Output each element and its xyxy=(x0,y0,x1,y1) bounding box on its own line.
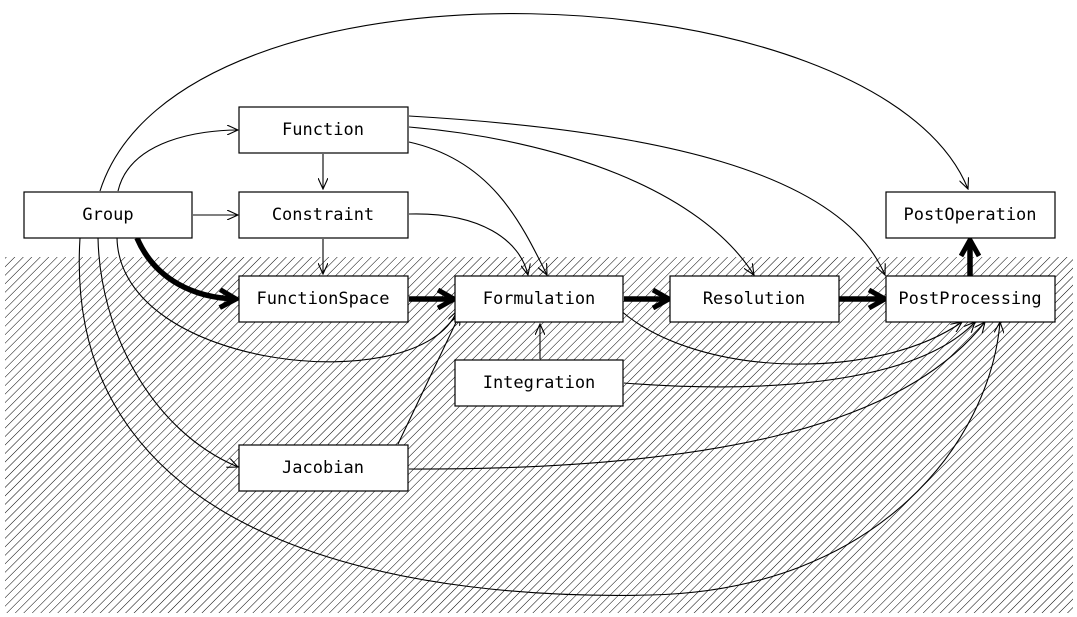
edge-group-to-function xyxy=(117,130,238,192)
node-group-label: Group xyxy=(82,205,133,225)
edge-group-to-jacobian xyxy=(97,237,238,467)
node-function: Function xyxy=(238,106,409,154)
thick-edges xyxy=(134,236,970,299)
edge-constraint-to-formulation xyxy=(408,213,528,275)
node-constraint-label: Constraint xyxy=(272,205,374,225)
edge-jacobian-to-formulation xyxy=(397,314,460,445)
node-resolution-label: Resolution xyxy=(703,289,805,309)
node-postprocessing: PostProcessing xyxy=(885,275,1056,323)
edge-group-to-postprocessing xyxy=(78,237,1000,596)
node-integration-label: Integration xyxy=(483,373,596,393)
node-jacobian-label: Jacobian xyxy=(282,458,364,478)
node-jacobian: Jacobian xyxy=(238,444,409,492)
node-group: Group xyxy=(23,191,193,239)
edge-integration-to-postprocessing xyxy=(623,322,975,388)
node-constraint: Constraint xyxy=(238,191,409,239)
edge-function-to-formulation xyxy=(408,141,547,275)
edge-function-to-postprocessing xyxy=(408,115,885,275)
node-postoperation: PostOperation xyxy=(885,191,1056,239)
node-postoperation-label: PostOperation xyxy=(903,205,1036,225)
edge-group-to-postoperation xyxy=(99,13,968,192)
node-integration: Integration xyxy=(454,359,624,407)
node-resolution: Resolution xyxy=(669,275,840,323)
node-functionspace: FunctionSpace xyxy=(238,275,409,323)
edge-formulation-to-postprocessing xyxy=(619,309,962,365)
node-formulation-label: Formulation xyxy=(483,289,596,309)
edge-group-to-formulation xyxy=(116,237,457,363)
thin-edges xyxy=(78,13,1000,596)
node-postprocessing-label: PostProcessing xyxy=(898,289,1041,309)
node-formulation: Formulation xyxy=(454,275,624,323)
edge-group-to-functionspace-thick xyxy=(134,236,236,299)
edge-function-to-resolution xyxy=(408,126,754,275)
node-function-label: Function xyxy=(282,120,364,140)
edge-jacobian-to-postprocessing xyxy=(408,322,985,470)
node-functionspace-label: FunctionSpace xyxy=(256,289,389,309)
